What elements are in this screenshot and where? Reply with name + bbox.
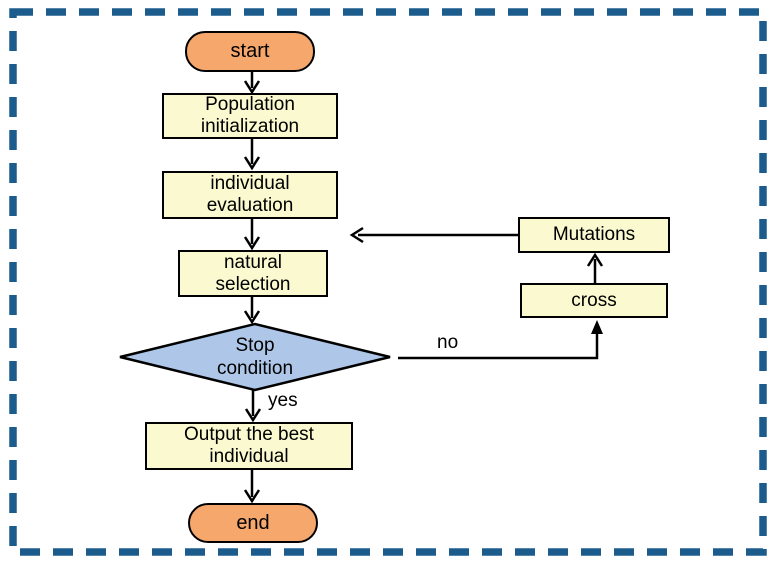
node-start: start [185, 31, 315, 72]
node-population-initialization-label: Population initialization [200, 94, 300, 137]
arrow-cross-to-mutations [586, 252, 604, 283]
arrow-selection-to-decision [243, 297, 261, 325]
node-mutations-label: Mutations [552, 224, 636, 245]
dashed-frame [9, 8, 767, 556]
arrow-mutations-to-selection [349, 226, 518, 244]
decision-diamond-shape [119, 322, 391, 392]
node-output-best-individual: Output the best individual [145, 422, 353, 470]
node-population-initialization: Population initialization [162, 93, 338, 139]
arrow-decision-to-cross-no [398, 320, 603, 360]
arrow-decision-to-output-yes [244, 390, 262, 423]
node-mutations: Mutations [518, 217, 670, 253]
node-start-label: start [230, 40, 270, 62]
node-end-label: end [236, 511, 270, 534]
arrow-evaluation-to-selection [243, 219, 261, 251]
node-output-best-individual-label: Output the best individual [184, 424, 314, 467]
arrow-output-to-end [243, 470, 261, 504]
edge-label-yes: yes [268, 390, 298, 411]
node-natural-selection: natural selection [178, 250, 328, 297]
node-cross: cross [520, 283, 668, 318]
node-end: end [188, 503, 318, 543]
node-natural-selection-label: natural selection [215, 251, 291, 295]
node-stop-condition-label: Stop condition [216, 335, 294, 379]
node-individual-evaluation-label: individual evaluation [206, 173, 294, 216]
node-individual-evaluation: individual evaluation [162, 171, 338, 219]
node-cross-label: cross [571, 289, 617, 311]
edge-label-no: no [437, 332, 459, 353]
arrow-population-to-evaluation [243, 139, 261, 171]
arrow-start-to-population [243, 72, 261, 95]
